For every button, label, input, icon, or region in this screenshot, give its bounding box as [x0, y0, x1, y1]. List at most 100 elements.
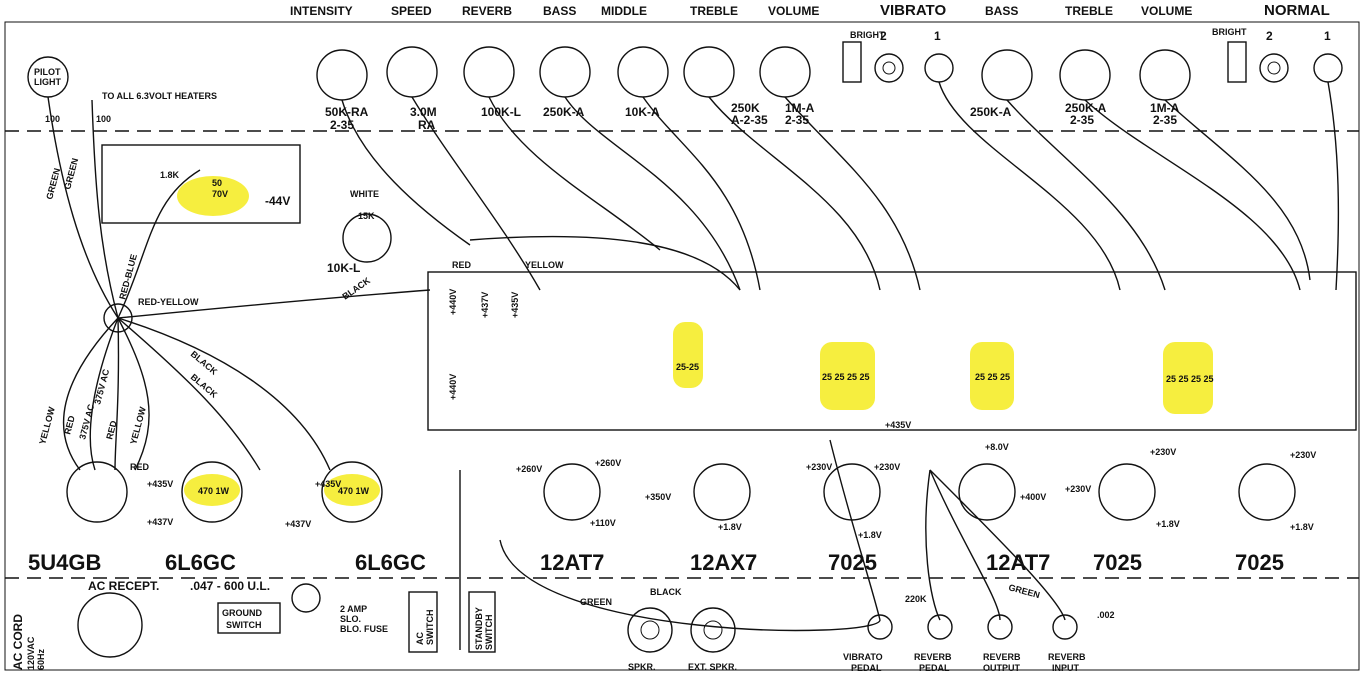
- standby-switch: [468, 591, 496, 653]
- voltage: +435V: [885, 420, 911, 430]
- tube-socket-7025-2: [1098, 463, 1156, 521]
- highlight-cap: [820, 342, 875, 410]
- wire-label: RED: [130, 462, 150, 472]
- pilot-light-area: PILOT LIGHT TO ALL 6.3VOLT HEATERS 100 1…: [27, 56, 217, 124]
- pot-middle: [617, 46, 669, 98]
- label-ext-speaker: EXT. SPKR.: [688, 662, 737, 672]
- resistor-value: 220K: [905, 594, 927, 604]
- voltage: +230V: [874, 462, 900, 472]
- label-speaker: SPKR.: [628, 662, 656, 672]
- pot-value: 250K-A: [1065, 101, 1107, 115]
- rear-panel: AC CORD 120VAC 60Hz AC RECEPT. .047 - 60…: [11, 579, 1115, 673]
- pot-value: 2-35: [330, 118, 354, 132]
- wire-label: RED: [452, 260, 472, 270]
- jack-numbers: 2 1 2 1 BRIGHT BRIGHT: [850, 27, 1331, 43]
- wire-label: WHITE: [350, 189, 379, 199]
- voltage: +8.0V: [985, 442, 1009, 452]
- highlight-resistor: [324, 474, 380, 506]
- voltage: +435V: [315, 479, 341, 489]
- ac-receptacle: [77, 592, 143, 658]
- pot-treble: [683, 46, 735, 98]
- tube-socket-7025-3: [1238, 463, 1296, 521]
- voltage: +1.8V: [1290, 522, 1314, 532]
- pot-volume-normal: [1139, 49, 1191, 101]
- speaker-jack: [627, 607, 673, 653]
- cap-value: 25 25 25 25: [1166, 374, 1214, 384]
- label-ground-switch: GROUND: [222, 608, 262, 618]
- voltage: +110V: [590, 518, 616, 528]
- resistor-value: 15K: [358, 211, 375, 221]
- wire-label: RED: [62, 414, 77, 435]
- label-bass: BASS: [543, 4, 576, 18]
- tube-label: 6L6GC: [355, 550, 426, 575]
- wire-label: GREEN: [1007, 582, 1041, 600]
- tube-socket-5u4gb: [66, 461, 128, 523]
- pot-value-labels: 50K-RA 2-35 3.0M RA 100K-L 250K-A 10K-A …: [325, 101, 1180, 132]
- pot-bass: [539, 46, 591, 98]
- input-jack-1-vibrato: [924, 53, 954, 83]
- wire-label: RED-BLUE: [117, 253, 139, 301]
- highlight-cap: [673, 322, 703, 388]
- pot-value: 250K-A: [543, 105, 585, 119]
- label-reverb-output: OUTPUT: [983, 663, 1021, 673]
- wire-label: RED: [104, 419, 119, 440]
- label-ac-switch: SWITCH: [425, 610, 435, 646]
- jack-num: 1: [1324, 29, 1331, 43]
- label-fuse: BLO. FUSE: [340, 624, 388, 634]
- voltage: +1.8V: [1156, 519, 1180, 529]
- label-fuse: SLO.: [340, 614, 361, 624]
- label-ground-switch: SWITCH: [226, 620, 262, 630]
- bias-board-outline: [101, 144, 301, 224]
- tube-label: 12AT7: [986, 550, 1050, 575]
- cap-value: 50: [212, 178, 222, 188]
- tube-sockets: 470 1W 470 1W: [66, 461, 1296, 523]
- tube-socket-12at7-1: [543, 463, 601, 521]
- label-volume: VOLUME: [768, 4, 819, 18]
- ext-speaker-jack: [690, 607, 736, 653]
- highlighted-caps: 25-25 25 25 25 25 25 25 25 25 25 25 25: [673, 322, 1214, 414]
- wire-label: YELLOW: [525, 260, 564, 270]
- label-ac-cord: 60Hz: [36, 648, 46, 670]
- input-jack-1-normal: [1313, 53, 1343, 83]
- label-treble-normal: TREBLE: [1065, 4, 1113, 18]
- cap-value: 25 25 25 25: [822, 372, 870, 382]
- reverb-output-jack: [987, 614, 1013, 640]
- voltage: +230V: [1150, 447, 1176, 457]
- tube-label: 12AX7: [690, 550, 757, 575]
- cap-value: 25 25 25: [975, 372, 1010, 382]
- label-speed: SPEED: [391, 4, 432, 18]
- voltage: +435V: [147, 479, 173, 489]
- bright-label: BRIGHT: [1212, 27, 1247, 37]
- voltage: +435V: [510, 292, 520, 318]
- ground-switch: [217, 602, 281, 634]
- pot-value: 2-35: [1153, 113, 1177, 127]
- resistor-value: 1.8K: [160, 170, 180, 180]
- voltage: +350V: [645, 492, 671, 502]
- wiring: [47, 81, 1340, 650]
- tube-socket-6l6gc-2: [321, 461, 383, 523]
- pot-intensity: [316, 49, 368, 101]
- highlight-resistor: [184, 474, 240, 506]
- pot-speed: [386, 46, 438, 98]
- pot-value: 10K-L: [327, 261, 360, 275]
- tube-label: 6L6GC: [165, 550, 236, 575]
- pot-value: 2-35: [1070, 113, 1094, 127]
- highlight-cap: [177, 176, 249, 216]
- pot-value: 250K-A: [970, 105, 1012, 119]
- voltage: +260V: [595, 458, 621, 468]
- wire-label: GREEN: [580, 597, 612, 607]
- voltage: +437V: [147, 517, 173, 527]
- wire-label: 375V AC: [92, 367, 111, 405]
- voltage: +400V: [1020, 492, 1046, 502]
- chassis-outline: [4, 21, 1360, 671]
- tube-socket-12at7-2: [958, 463, 1016, 521]
- label-standby-switch: SWITCH: [484, 615, 494, 651]
- pot-reverb: [463, 46, 515, 98]
- wire-label: YELLOW: [128, 405, 148, 445]
- highlight-cap: [970, 342, 1014, 410]
- voltage: +1.8V: [718, 522, 742, 532]
- label-vibrato-pedal: PEDAL: [851, 663, 882, 673]
- label-normal-channel: NORMAL: [1264, 2, 1330, 19]
- voltage: +230V: [806, 462, 832, 472]
